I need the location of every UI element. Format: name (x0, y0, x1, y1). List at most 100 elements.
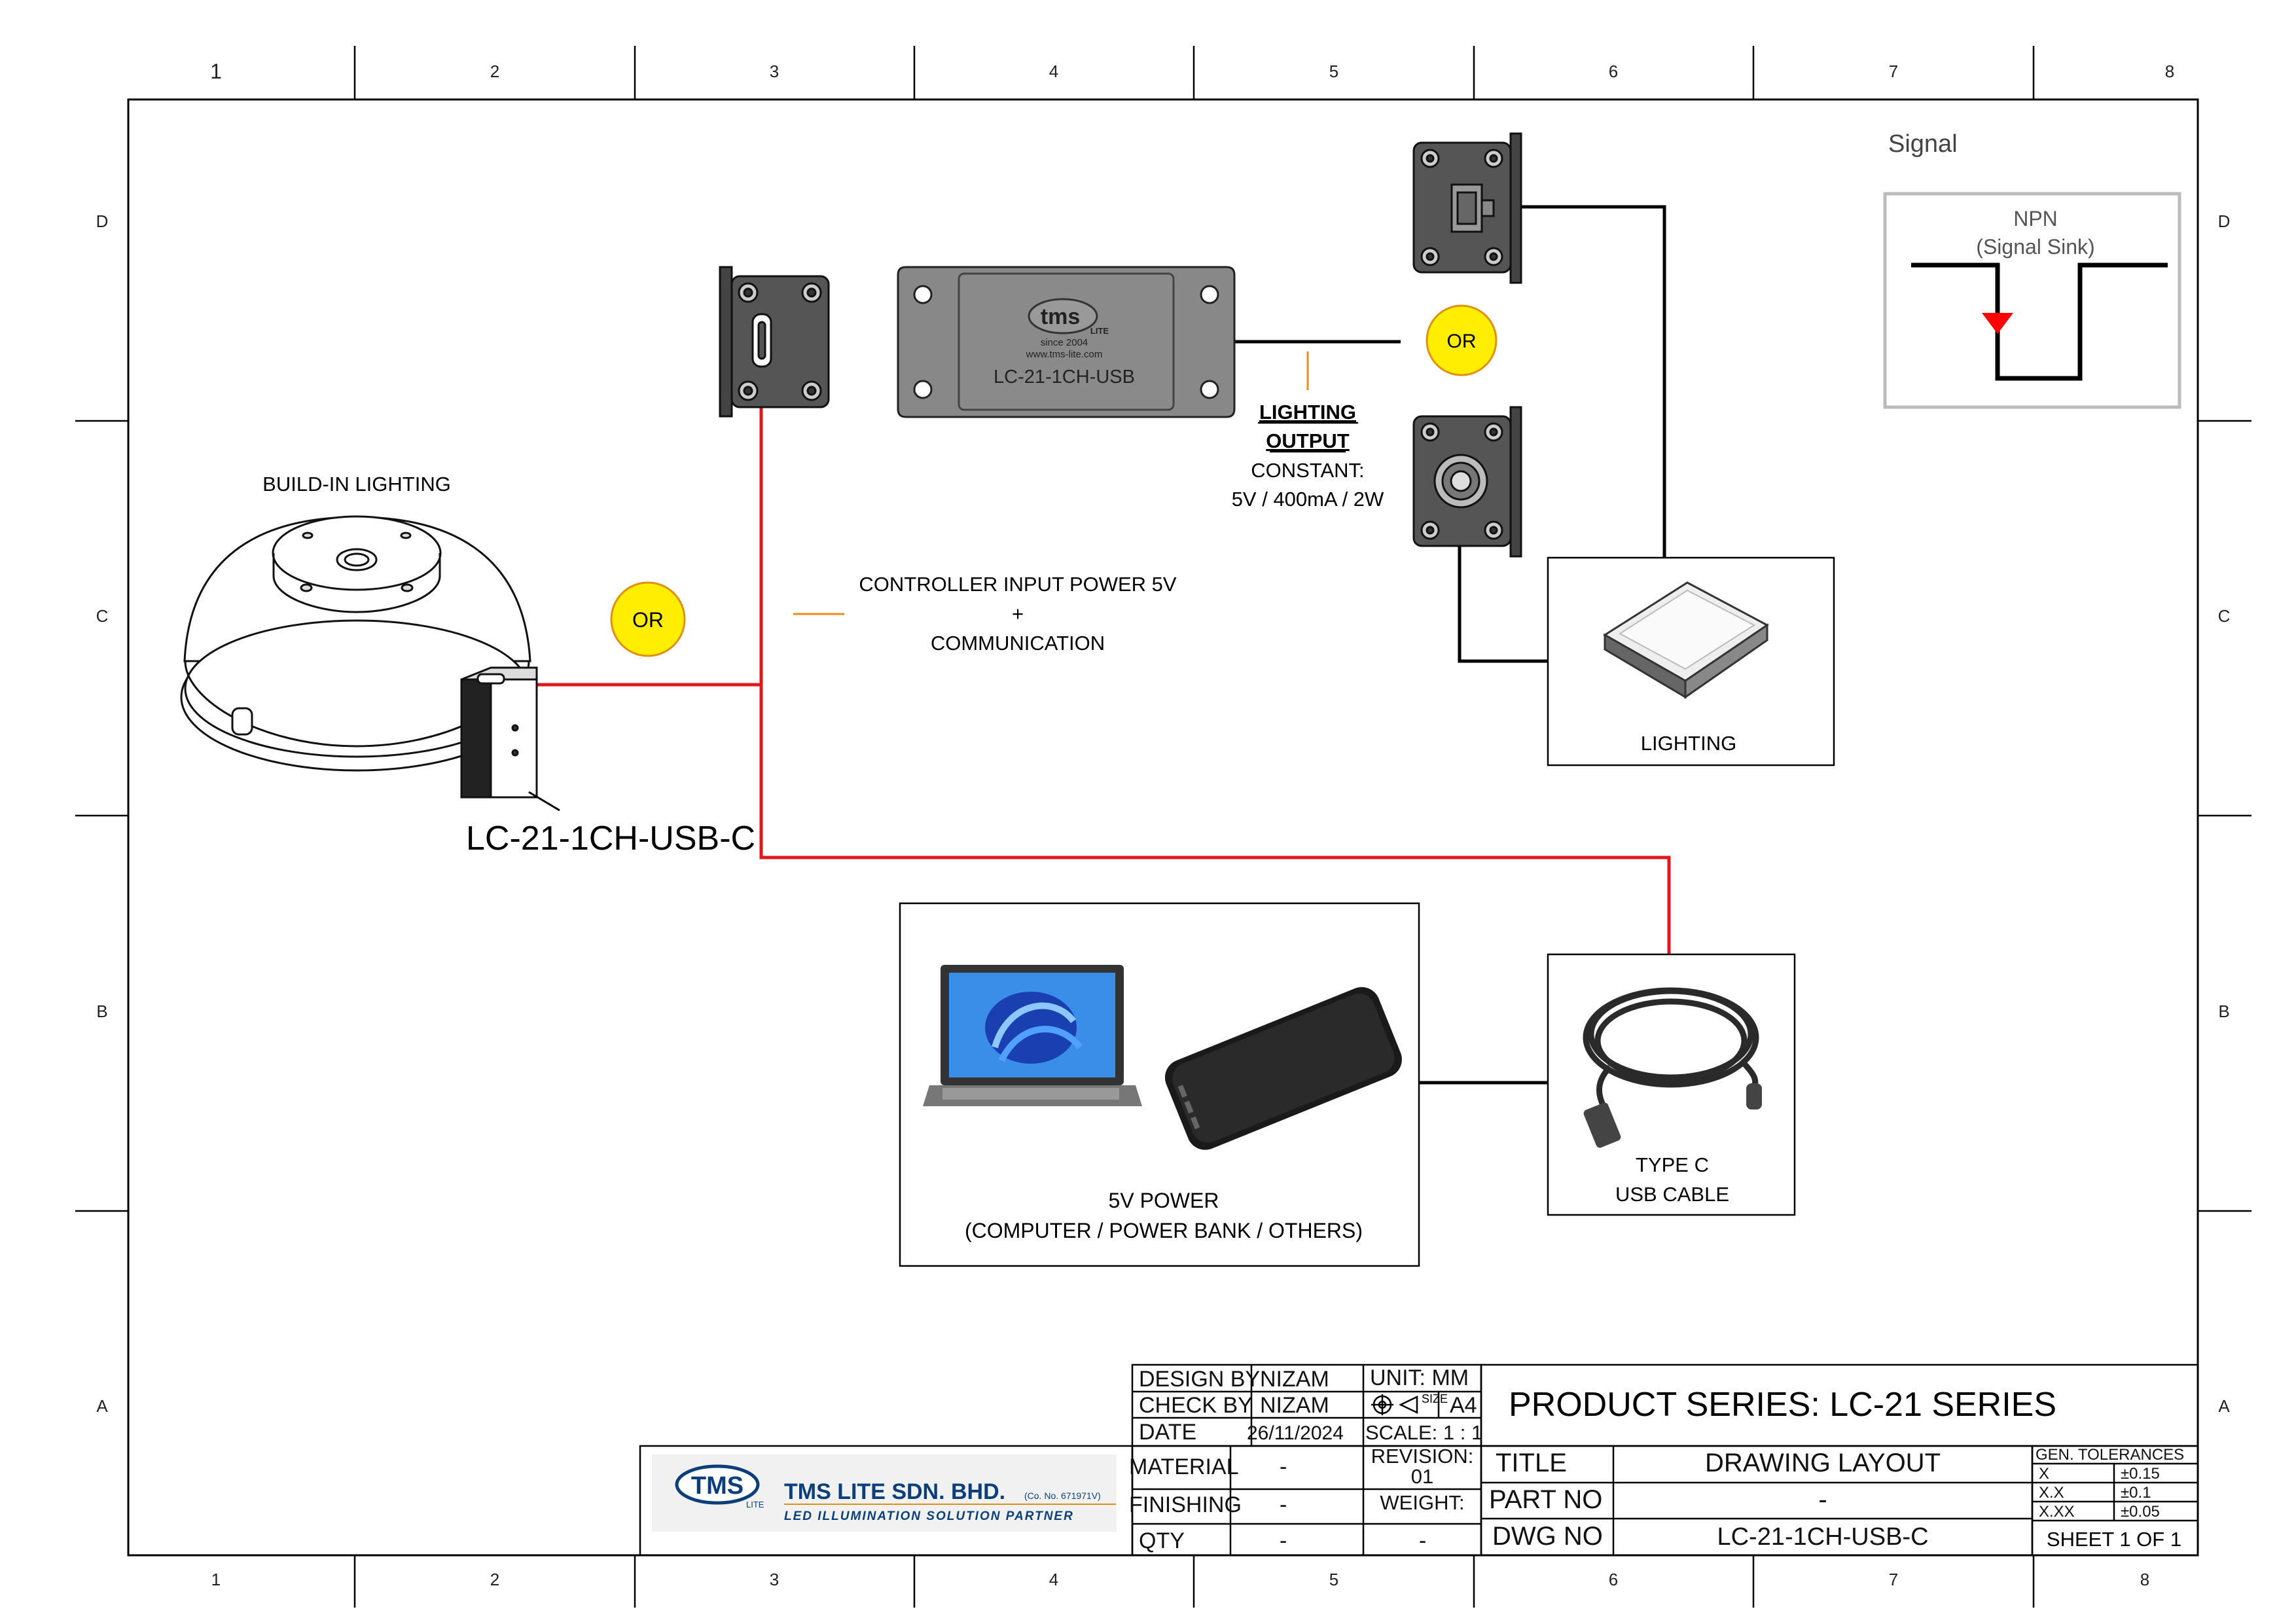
power-line1: 5V POWER (1109, 1189, 1219, 1212)
row-label: B (2218, 1001, 2229, 1021)
usb-c-plug-icon (1746, 1083, 1762, 1110)
laptop-image (923, 965, 1142, 1106)
sheet-number: SHEET 1 OF 1 (2047, 1528, 2181, 1551)
projection-symbol-icon (1371, 1394, 1418, 1415)
finishing-value: - (1280, 1492, 1287, 1517)
power-bank-image (1164, 986, 1402, 1150)
controller-brand: tms (1041, 304, 1080, 329)
company-block: TMS LITE TMS LITE SDN. BHD. (Co. No. 671… (652, 1454, 1117, 1532)
revision-label: REVISION: (1371, 1445, 1474, 1468)
design-by-value: NIZAM (1260, 1367, 1329, 1392)
company-name: TMS LITE SDN. BHD. (784, 1479, 1005, 1504)
controller-url: www.tms-lite.com (1026, 349, 1103, 360)
controller-model: LC-21-1CH-USB (994, 367, 1135, 388)
lighting-box: LIGHTING (1547, 556, 1835, 767)
signal-box: NPN (Signal Sink) (1883, 192, 2181, 409)
row-label: C (2218, 606, 2231, 626)
or-label: OR (1447, 331, 1477, 352)
column-label: 2 (490, 62, 499, 81)
usb-c-panel-connector-image (719, 266, 830, 418)
cable-line1: TYPE C (1636, 1153, 1709, 1176)
title-label: TITLE (1496, 1449, 1567, 1477)
tolerance-key: X.X (2039, 1484, 2064, 1502)
npn-waveform (1911, 262, 2168, 381)
company-logo-suffix: LITE (746, 1500, 764, 1509)
sink-arrow-icon (1982, 313, 2013, 334)
scale-value: SCALE: 1 : 1 (1365, 1421, 1482, 1444)
check-by-value: NIZAM (1260, 1393, 1329, 1418)
date-value: 26/11/2024 (1247, 1422, 1344, 1444)
column-label: 7 (1889, 62, 1898, 81)
controller-box-labels: tms LITE since 2004 www.tms-lite.com LC-… (994, 304, 1135, 388)
tolerance-key: X.XX (2039, 1503, 2075, 1521)
column-label: 1 (210, 60, 222, 83)
column-label: 6 (1609, 1570, 1618, 1589)
controller-input-power-label: CONTROLLER INPUT POWER 5V + COMMUNICATIO… (859, 573, 1177, 655)
product-series: PRODUCT SERIES: LC-21 SERIES (1509, 1386, 2056, 1424)
column-labels-top: 1 2 3 4 5 6 7 8 (210, 60, 2174, 83)
tolerances-header: GEN. TOLERANCES (2036, 1446, 2184, 1464)
finishing-label: FINISHING (1129, 1492, 1242, 1517)
signal-title: Signal (1888, 130, 1958, 158)
power-source-box: 5V POWER (COMPUTER / POWER BANK / OTHERS… (899, 902, 1420, 1267)
company-logo-text: TMS (691, 1472, 744, 1500)
material-value: - (1280, 1454, 1287, 1479)
lighting-output-line1: CONSTANT: (1251, 459, 1364, 482)
or-badge-left: OR (610, 581, 686, 657)
column-label: 5 (1329, 1570, 1338, 1589)
jst-panel-connector-image (1412, 132, 1522, 284)
controller-brand-suffix: LITE (1090, 326, 1109, 336)
module-leader-line (528, 791, 560, 812)
column-label: 6 (1609, 62, 1618, 81)
column-label: 4 (1049, 62, 1058, 81)
part-no-value: - (1818, 1485, 1827, 1514)
date-label: DATE (1139, 1420, 1196, 1445)
title-block-grid (639, 1363, 2199, 1557)
company-logo (675, 1464, 760, 1505)
tolerance-value: ±0.1 (2121, 1484, 2151, 1502)
usb-cable-box: TYPE C USB CABLE (1547, 953, 1796, 1216)
company-tagline: LED ILLUMINATION SOLUTION PARTNER (784, 1509, 1074, 1523)
power-line2: (COMPUTER / POWER BANK / OTHERS) (965, 1219, 1363, 1242)
build-in-lighting-label: BUILD-IN LIGHTING (262, 473, 451, 496)
company-reg-no: (Co. No. 671971V) (1024, 1490, 1101, 1501)
part-no-label: PART NO (1489, 1485, 1602, 1514)
controller-small-label: LC-21-1CH-USB-C (466, 820, 755, 857)
column-label: 2 (490, 1570, 499, 1589)
tolerance-value: ±0.15 (2121, 1465, 2160, 1483)
design-by-label: DESIGN BY (1139, 1367, 1260, 1392)
signal-wires (1234, 205, 1666, 1085)
usb-c-controller-module-image (460, 666, 538, 799)
lighting-output-title2: OUTPUT (1266, 429, 1350, 452)
zone-dividers (75, 46, 2251, 1608)
column-label: 8 (2140, 1570, 2149, 1589)
or-badge-right: OR (1426, 304, 1498, 376)
qty-label: QTY (1139, 1528, 1185, 1553)
row-label: A (2218, 1396, 2230, 1416)
column-label: 3 (770, 62, 779, 81)
title-block-text: DESIGN BY NIZAM CHECK BY NIZAM DATE 26/1… (1129, 1365, 2184, 1553)
dwg-no-value: LC-21-1CH-USB-C (1717, 1523, 1928, 1551)
dwg-no-label: DWG NO (1492, 1522, 1603, 1551)
unit-value: UNIT: MM (1370, 1365, 1469, 1390)
row-label: D (2218, 211, 2231, 231)
weight-label: WEIGHT: (1380, 1491, 1464, 1514)
controller-box-image (897, 266, 1236, 418)
cable-line2: USB CABLE (1615, 1183, 1729, 1206)
column-label: 3 (770, 1570, 779, 1589)
lighting-output-title1: LIGHTING (1259, 401, 1356, 424)
lighting-box-label: LIGHTING (1641, 732, 1736, 755)
lighting-output-line2: 5V / 400mA / 2W (1232, 488, 1384, 511)
check-by-label: CHECK BY (1139, 1393, 1253, 1418)
material-label: MATERIAL (1129, 1454, 1239, 1479)
power-wire (504, 399, 1671, 954)
lighting-output-label: LIGHTING OUTPUT CONSTANT: 5V / 400mA / 2… (1232, 401, 1384, 511)
row-label: C (96, 606, 109, 626)
row-label: D (96, 211, 109, 231)
title-value: DRAWING LAYOUT (1705, 1449, 1941, 1477)
row-label: A (96, 1396, 108, 1416)
column-label: 8 (2165, 62, 2174, 81)
round-panel-connector-image (1412, 406, 1522, 558)
size-label: SIZE (1422, 1392, 1448, 1405)
